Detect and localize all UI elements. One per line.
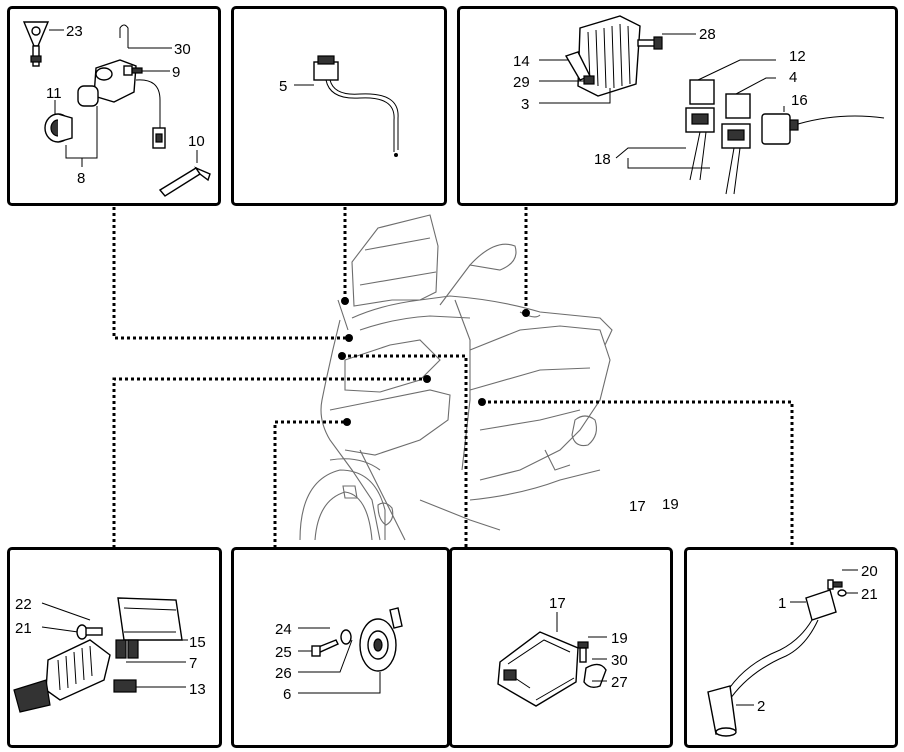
callout-4: 4 [789, 69, 797, 86]
screw-washer-icon [76, 624, 103, 640]
callout-18: 18 [594, 151, 611, 168]
callout-17: 17 [549, 595, 566, 612]
callout-26: 26 [275, 665, 292, 682]
scooter-illustration [299, 214, 613, 541]
callout-13: 13 [189, 681, 206, 698]
bolt-icon-horn [311, 629, 352, 657]
fuse-spare-icon [113, 679, 137, 693]
callout-19: 19 [611, 630, 628, 647]
callout-30: 30 [174, 41, 191, 58]
center-label-19: 19 [662, 496, 679, 513]
panel-battery [7, 547, 222, 748]
panel-horn [231, 547, 450, 748]
callout-6: 6 [283, 686, 291, 703]
connector-housing-icon [13, 639, 111, 713]
nut-icon [583, 75, 595, 85]
regulator-icon [564, 15, 641, 97]
ecu-parts: 17 19 30 27 [497, 595, 628, 707]
callout-21-sensor: 21 [861, 586, 878, 603]
callout-10: 10 [188, 133, 205, 150]
ecu-module-icon [497, 631, 579, 707]
connector-plug-icon [313, 55, 399, 157]
hex-wrench-icon [158, 166, 211, 197]
callout-15: 15 [189, 634, 206, 651]
callout-14: 14 [513, 53, 530, 70]
flasher-relay-icon [761, 113, 885, 145]
wiring-parts: 5 [279, 55, 399, 157]
callout-5: 5 [279, 78, 287, 95]
callout-12: 12 [789, 48, 806, 65]
ignition-switch-icon [77, 24, 166, 149]
panel-wiring [231, 6, 447, 206]
bolt-icon [637, 36, 663, 50]
callout-29: 29 [513, 74, 530, 91]
fuse-icon [115, 639, 139, 659]
relay-icon-2 [721, 93, 751, 195]
ignition-parts: 23 30 9 11 8 [22, 21, 211, 197]
screw-icon-ecu [577, 641, 589, 663]
callout-7: 7 [189, 655, 197, 672]
horn-icon [359, 607, 403, 672]
regulator-parts: 28 14 29 3 12 4 [513, 15, 885, 195]
callout-9: 9 [172, 64, 180, 81]
callout-2: 2 [757, 698, 765, 715]
battery-tray-icon [117, 597, 183, 641]
grommet-icon [583, 663, 607, 689]
callout-16: 16 [791, 92, 808, 109]
key-icon [22, 21, 50, 67]
callout-30-ecu: 30 [611, 652, 628, 669]
callout-8: 8 [77, 170, 85, 187]
screw-icon-sensor [827, 579, 843, 590]
callout-21: 21 [15, 620, 32, 637]
callout-11: 11 [46, 85, 62, 102]
horn-parts: 24 25 26 6 [275, 607, 403, 703]
callout-27: 27 [611, 674, 628, 691]
dotted-leaders [112, 207, 794, 548]
panel-ignition [7, 6, 221, 206]
center-label-17: 17 [629, 498, 646, 515]
connection-points [338, 297, 530, 426]
callout-28: 28 [699, 26, 716, 43]
lock-cap-icon [44, 113, 73, 143]
callout-1: 1 [778, 595, 786, 612]
panel-regulator [457, 6, 898, 206]
callout-24: 24 [275, 621, 292, 638]
speed-sensor-icon [707, 589, 837, 737]
callout-20: 20 [861, 563, 878, 580]
relay-icon [685, 79, 715, 181]
callout-22: 22 [15, 596, 32, 613]
battery-parts: 22 21 15 7 13 [13, 596, 206, 713]
sensor-parts: 20 21 1 2 [707, 563, 878, 737]
callout-3: 3 [521, 96, 529, 113]
callout-23: 23 [66, 23, 83, 40]
callout-25: 25 [275, 644, 292, 661]
